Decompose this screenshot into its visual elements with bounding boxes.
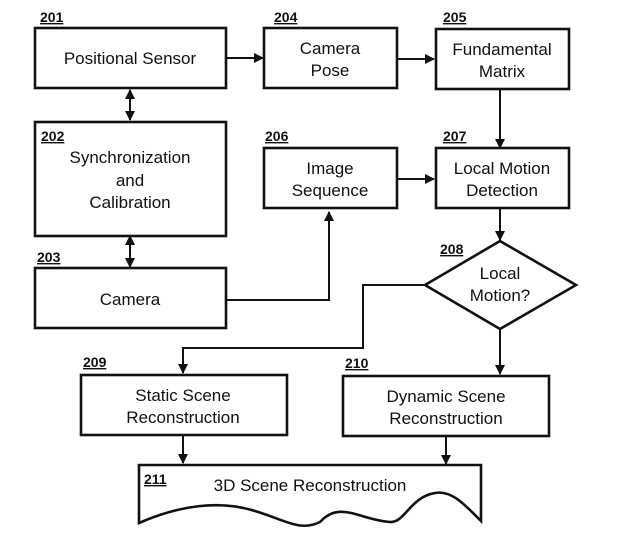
node-label: Local Motion bbox=[454, 159, 550, 178]
node-label: Matrix bbox=[479, 62, 526, 81]
node-fundamental-matrix: 205 Fundamental Matrix bbox=[434, 9, 571, 91]
ref-number: 202 bbox=[41, 128, 65, 144]
ref-number: 205 bbox=[443, 9, 467, 25]
node-static-scene-reconstruction: 209 Static Scene Reconstruction bbox=[79, 354, 289, 437]
node-camera: 203 Camera bbox=[33, 249, 228, 330]
node-label: Image bbox=[306, 159, 353, 178]
node-dynamic-scene-reconstruction: 210 Dynamic Scene Reconstruction bbox=[341, 355, 551, 438]
node-label: Motion? bbox=[470, 286, 530, 305]
ref-number: 207 bbox=[443, 128, 467, 144]
node-image-sequence: 206 Image Sequence bbox=[262, 128, 399, 210]
node-label: Synchronization bbox=[70, 148, 191, 167]
ref-number: 206 bbox=[265, 128, 289, 144]
node-label: Dynamic Scene bbox=[386, 387, 505, 406]
node-3d-scene-reconstruction: 211 3D Scene Reconstruction bbox=[137, 463, 483, 527]
node-label: Pose bbox=[311, 61, 350, 80]
node-positional-sensor: 201 Positional Sensor bbox=[33, 9, 228, 90]
node-label: Positional Sensor bbox=[64, 49, 197, 68]
node-synchronization-calibration: 202 Synchronization and Calibration bbox=[33, 120, 228, 238]
node-label: and bbox=[116, 171, 144, 190]
node-local-motion-detection: 207 Local Motion Detection bbox=[434, 128, 571, 210]
ref-number: 204 bbox=[274, 9, 298, 25]
decision-local-motion: 208 Local Motion? bbox=[422, 239, 579, 331]
node-label: Static Scene bbox=[135, 386, 230, 405]
node-label: Calibration bbox=[89, 193, 170, 212]
edge-203-206 bbox=[227, 211, 334, 301]
node-label: 3D Scene Reconstruction bbox=[214, 476, 407, 495]
node-label: Detection bbox=[466, 181, 538, 200]
ref-number: 210 bbox=[345, 355, 369, 371]
ref-number: 208 bbox=[440, 241, 464, 257]
node-label: Reconstruction bbox=[126, 408, 239, 427]
node-label: Reconstruction bbox=[389, 409, 502, 428]
node-label: Fundamental bbox=[452, 40, 551, 59]
edge-208-209 bbox=[178, 284, 425, 374]
node-label: Camera bbox=[100, 290, 161, 309]
ref-number: 203 bbox=[37, 249, 61, 265]
node-label: Sequence bbox=[292, 181, 369, 200]
ref-number: 209 bbox=[83, 354, 107, 370]
node-camera-pose: 204 Camera Pose bbox=[262, 9, 399, 90]
node-label: Camera bbox=[300, 39, 361, 58]
ref-number: 211 bbox=[144, 471, 167, 487]
ref-number: 201 bbox=[40, 9, 64, 25]
node-label: Local bbox=[480, 264, 521, 283]
